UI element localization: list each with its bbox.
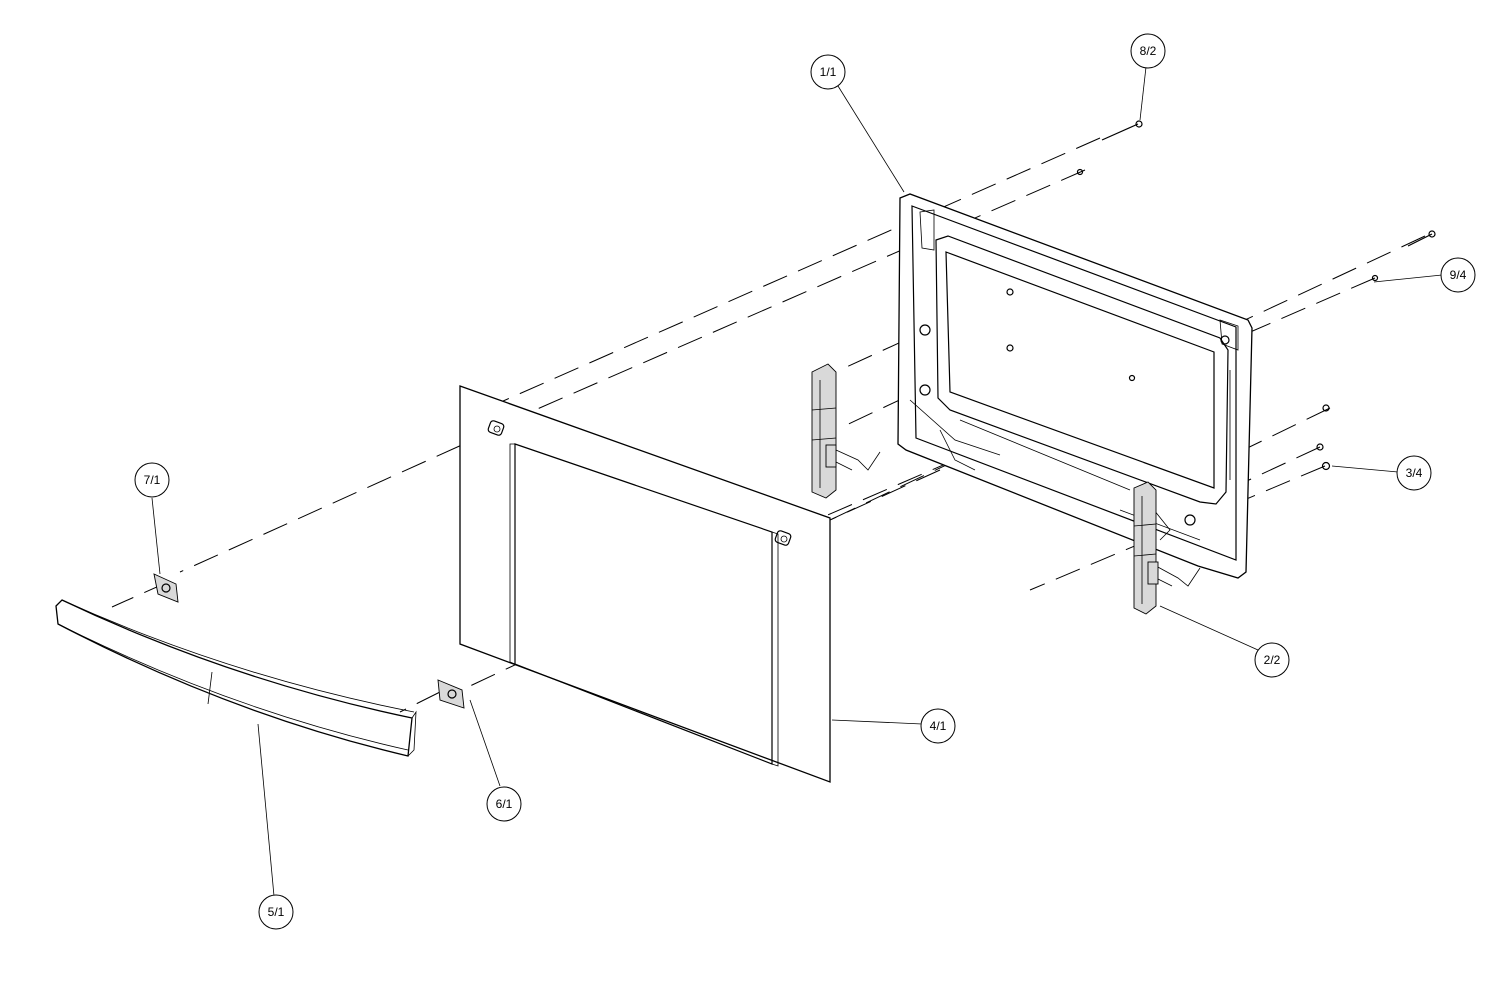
callout-3-4: 3/4: [1396, 455, 1432, 491]
callout-7-1: 7/1: [134, 462, 170, 498]
callout-label: 6/1: [496, 797, 513, 811]
screw-9-4: [1407, 233, 1433, 247]
callout-label: 1/1: [820, 65, 837, 79]
hinge-left: [811, 363, 881, 499]
callout-6-1: 6/1: [486, 786, 522, 822]
callout-label: 7/1: [144, 473, 161, 487]
callout-label: 5/1: [268, 905, 285, 919]
inner-door-frame: [897, 193, 1253, 579]
callout-label: 3/4: [1406, 466, 1423, 480]
hinge-right: [1133, 481, 1201, 615]
door-handle: [55, 599, 417, 757]
callout-9-4: 9/4: [1440, 257, 1476, 293]
door-glass-panel: [459, 385, 831, 783]
callout-2-2: 2/2: [1254, 642, 1290, 678]
screw-8-2: [1101, 123, 1139, 141]
screw-3-4: [1322, 404, 1330, 412]
callout-label: 9/4: [1450, 268, 1467, 282]
callout-5-1: 5/1: [258, 894, 294, 930]
callout-label: 4/1: [930, 719, 947, 733]
callout-label: 8/2: [1140, 44, 1157, 58]
handle-bracket-left: [153, 573, 179, 603]
leader-lines: [151, 66, 1443, 897]
callout-8-2: 8/2: [1130, 33, 1166, 69]
handle-bracket-right: [437, 679, 465, 709]
callout-4-1: 4/1: [920, 708, 956, 744]
screws: [1006, 120, 1436, 471]
callout-1-1: 1/1: [810, 54, 846, 90]
callout-label: 2/2: [1264, 653, 1281, 667]
